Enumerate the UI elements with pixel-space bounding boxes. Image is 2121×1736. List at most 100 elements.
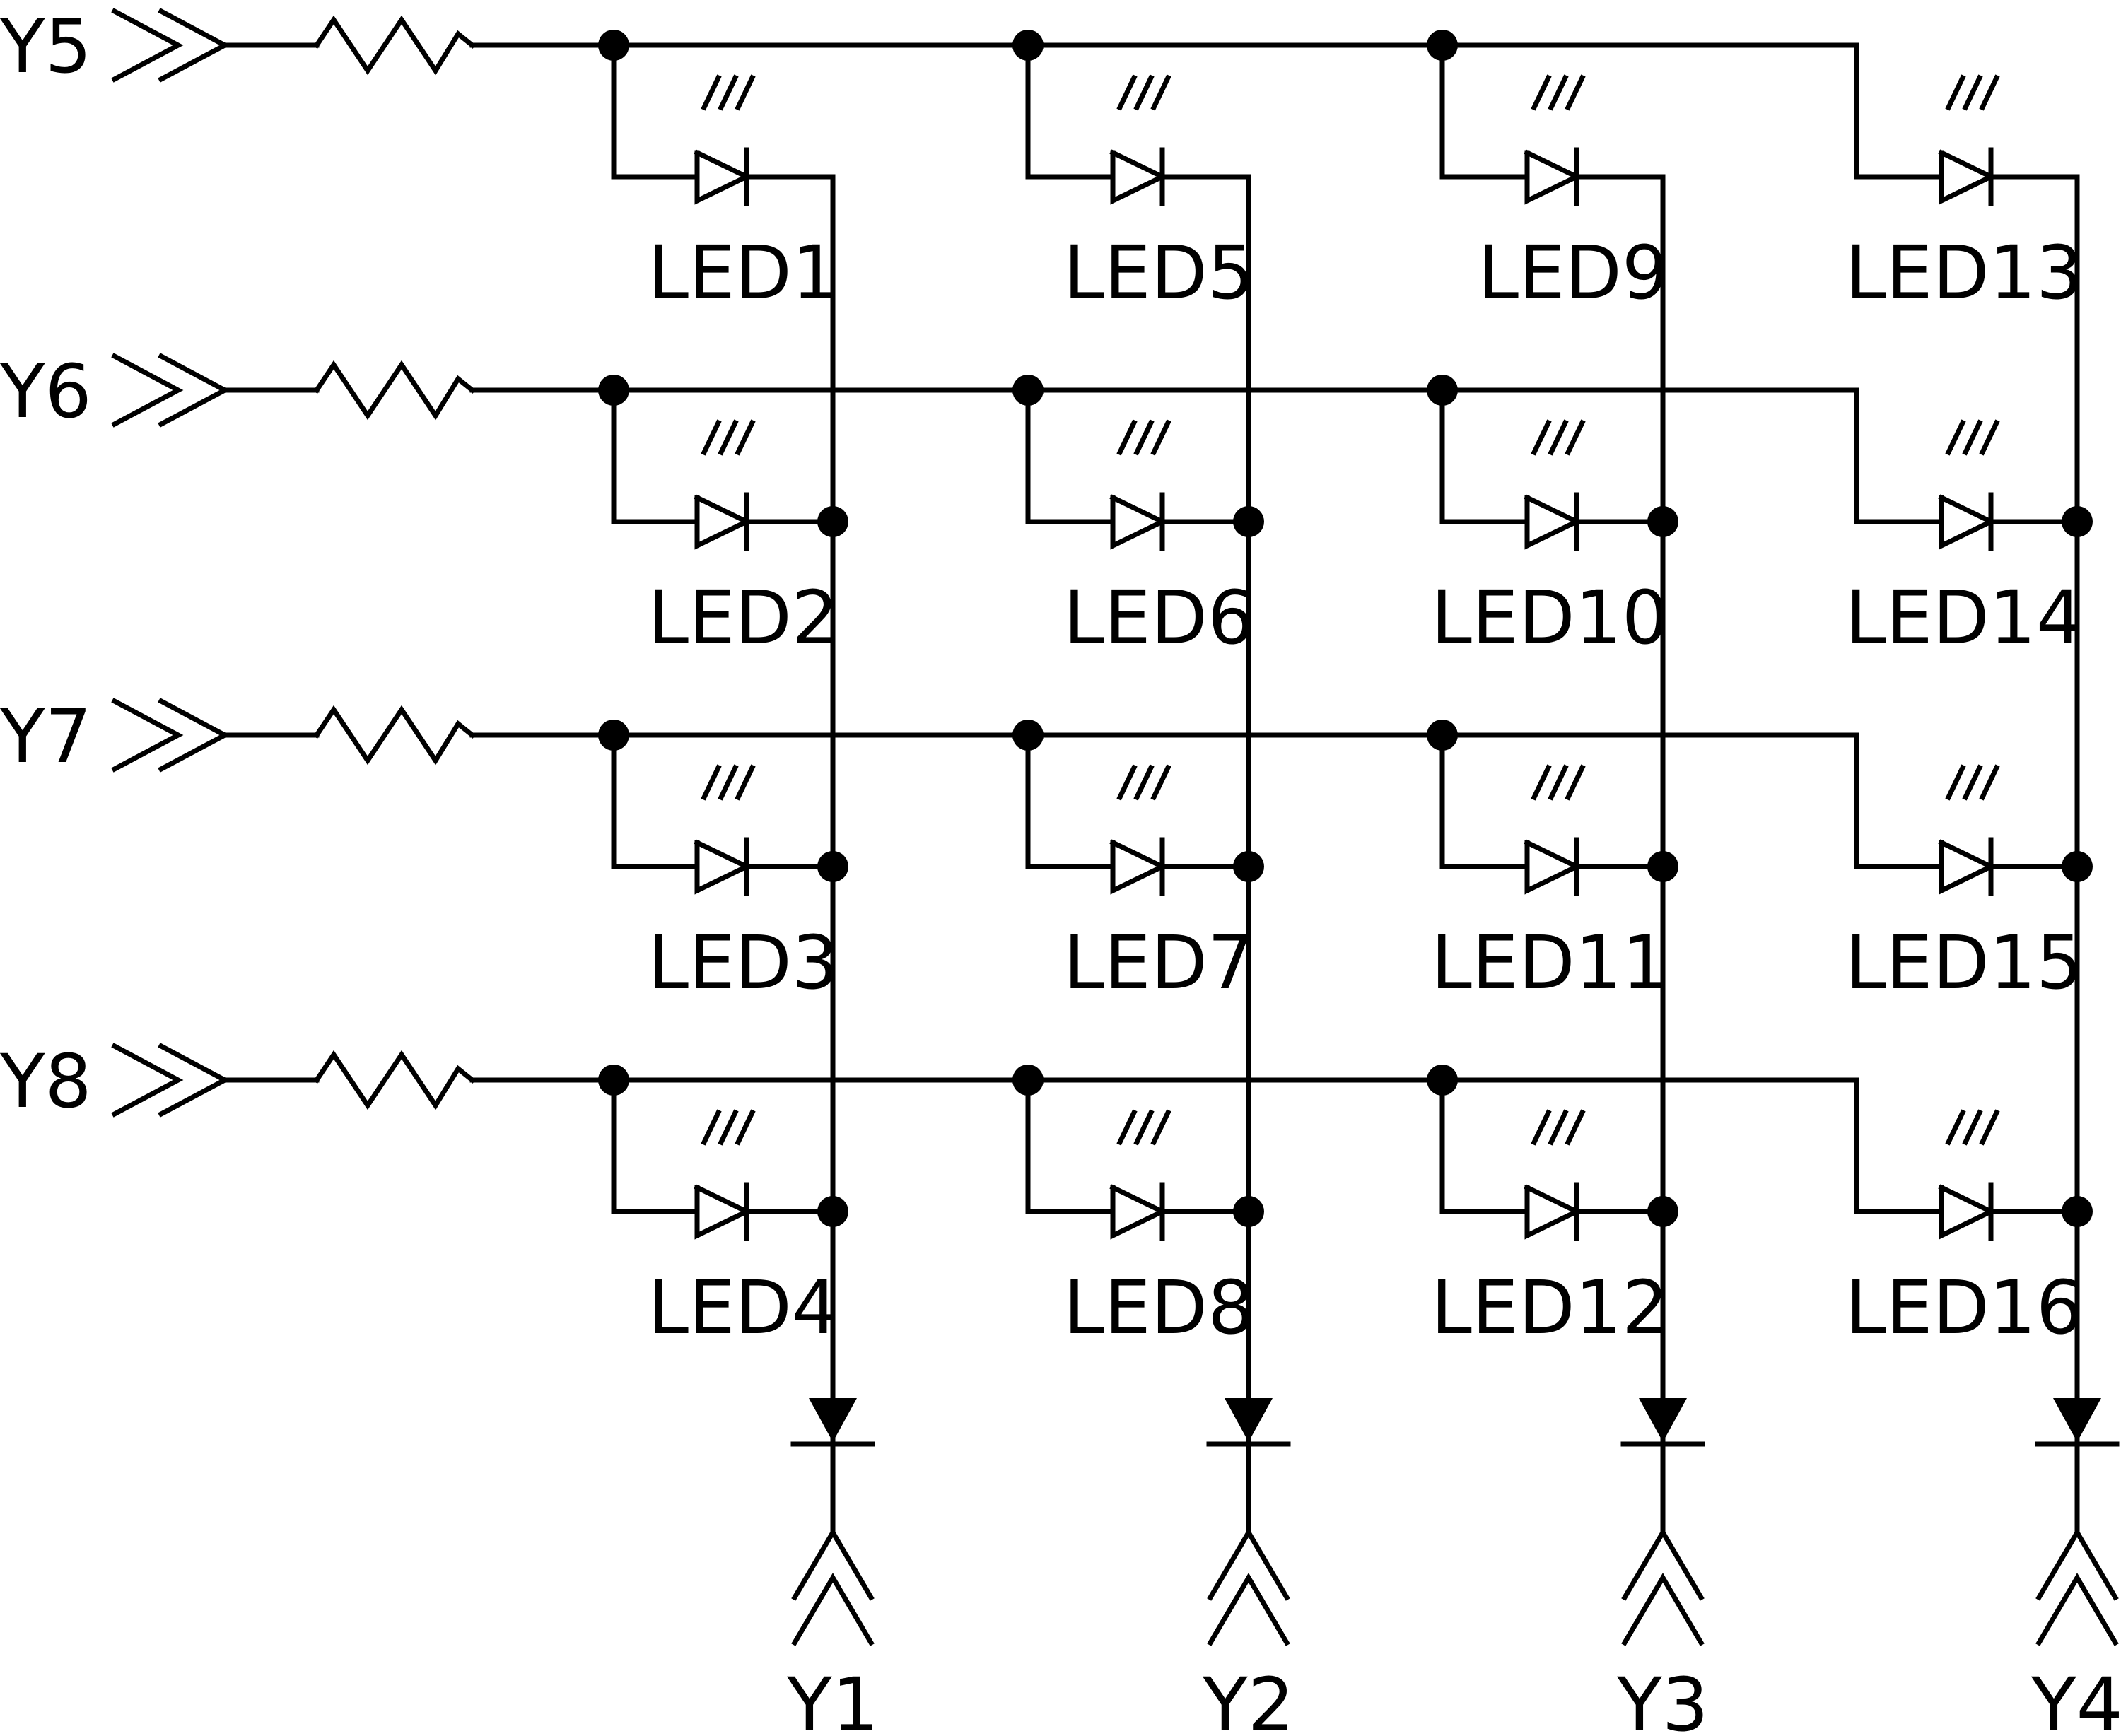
row-port-label-y7: Y7 [0,693,92,780]
junction-dot [1012,30,1044,61]
led-diode-triangle [694,839,753,895]
led-light-tick [1150,419,1171,456]
row-port-chevron-inner [158,8,230,83]
junction-dot [1427,30,1458,61]
led-light-tick [1548,1109,1569,1146]
row-port-chevron-outer [111,353,184,428]
junction-dot [598,375,629,406]
row-port-label-y8: Y8 [0,1038,92,1125]
led-diode-triangle [1109,1184,1169,1240]
column-port-chevron-outer [2035,1527,2119,1601]
led-diode-triangle [1109,494,1169,550]
led-diode-triangle [1938,839,1997,895]
row-port-label-y5: Y5 [0,4,92,90]
junction-dot [1012,1065,1044,1096]
led-diode-triangle [1109,839,1169,895]
led-light-tick [735,419,756,456]
led-diode-triangle [1524,149,1583,205]
led-label-led14: LED14 [1845,575,2083,661]
led-diode-triangle [1524,494,1583,550]
led-diode-triangle [1938,494,1997,550]
row-port-chevron-outer [111,8,184,83]
junction-dot [598,720,629,751]
row-port-chevron-outer [111,698,184,773]
led-label-led1: LED1 [648,230,839,316]
led-diode-triangle [1938,149,1997,205]
row-port-label-y6: Y6 [0,348,92,435]
wiring [111,8,2120,1646]
led-light-tick [701,1109,722,1146]
led-light-tick [735,1109,756,1146]
junction-dot [1012,375,1044,406]
led-light-tick [1962,74,1983,111]
led-light-tick [1565,74,1586,111]
junction-dot [1427,375,1458,406]
led-label-led5: LED5 [1063,230,1254,316]
led-light-tick [1150,764,1171,801]
led-light-tick [1979,74,2000,111]
column-port-chevron-inner [1207,1573,1290,1646]
led-light-tick [1962,419,1983,456]
led-diode-triangle [1938,1184,1997,1240]
column-port-label-y4: Y4 [2031,1662,2121,1736]
led-label-led13: LED13 [1845,230,2083,316]
resistor-zigzag [313,1050,476,1110]
led-light-tick [718,764,739,801]
led-light-tick [718,1109,739,1146]
led-light-tick [1979,419,2000,456]
led-label-led9: LED9 [1478,230,1669,316]
resistor-zigzag [313,360,476,421]
led-light-tick [1962,764,1983,801]
led-light-tick [1531,419,1552,456]
column-port-label-y3: Y3 [1616,1662,1709,1736]
led-light-tick [1979,764,2000,801]
column-diode-triangle [2053,1398,2101,1442]
led-light-tick [1531,74,1552,111]
junction-dot [1427,720,1458,751]
led-light-tick [1548,74,1569,111]
led-light-tick [1150,1109,1171,1146]
led-light-tick [1945,74,1966,111]
junction-dot [1427,1065,1458,1096]
led-label-led3: LED3 [648,920,839,1006]
led-light-tick [1945,1109,1966,1146]
column-port-chevron-inner [1621,1573,1705,1646]
led-diode-triangle [1109,149,1169,205]
led-light-tick [1133,764,1155,801]
led-label-led10: LED10 [1431,575,1669,661]
resistor-zigzag [313,15,476,76]
column-diode-triangle [809,1398,857,1442]
led-label-led4: LED4 [648,1265,839,1351]
led-light-tick [1548,764,1569,801]
resistor-zigzag [313,705,476,766]
column-port-label-y1: Y1 [786,1662,879,1736]
led-light-tick [701,764,722,801]
led-diode-triangle [694,494,753,550]
led-light-tick [1116,419,1138,456]
led-light-tick [1133,419,1155,456]
row-port-chevron-inner [158,698,230,773]
led-label-led7: LED7 [1063,920,1254,1006]
led-light-tick [1962,1109,1983,1146]
led-light-tick [1945,764,1966,801]
led-light-tick [1565,1109,1586,1146]
led-diode-triangle [1524,839,1583,895]
led-label-led11: LED11 [1431,920,1669,1006]
led-light-tick [718,419,739,456]
led-label-led16: LED16 [1845,1265,2083,1351]
junction-dot [1012,720,1044,751]
led-light-tick [1116,764,1138,801]
led-light-tick [1531,764,1552,801]
led-label-led15: LED15 [1845,920,2083,1006]
led-light-tick [735,74,756,111]
led-diode-triangle [694,149,753,205]
led-label-led12: LED12 [1431,1265,1669,1351]
led-light-tick [1945,419,1966,456]
led-light-tick [718,74,739,111]
led-light-tick [1116,1109,1138,1146]
column-port-chevron-outer [1621,1527,1705,1601]
led-light-tick [1565,764,1586,801]
led-light-tick [1548,419,1569,456]
led-label-led6: LED6 [1063,575,1254,661]
